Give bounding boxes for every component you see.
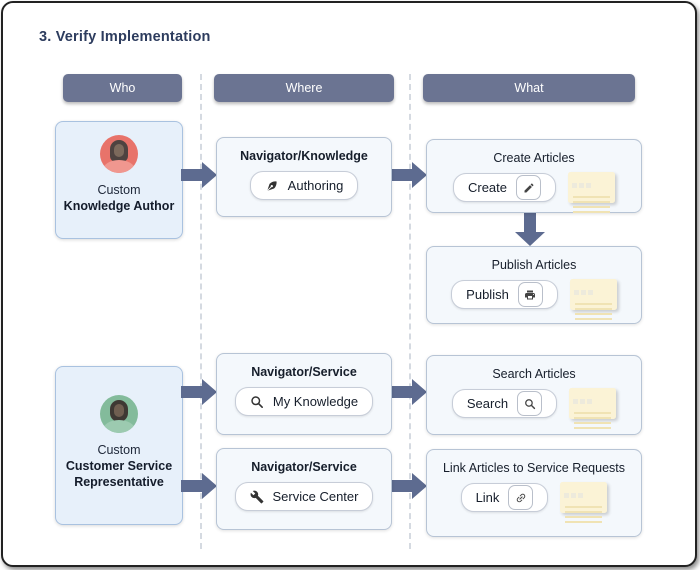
article-note-icon <box>560 482 608 523</box>
wrench-icon <box>250 490 263 503</box>
button-label: Search <box>466 396 509 411</box>
what-box-create-articles: Create Articles Create <box>426 139 642 213</box>
where-box-service-knowledge: Navigator/Service My Knowledge <box>216 353 392 435</box>
task-title: Create Articles <box>493 151 575 165</box>
pen-icon <box>266 180 277 191</box>
who-prefix: Custom <box>97 183 141 197</box>
my-knowledge-button[interactable]: My Knowledge <box>234 387 374 416</box>
task-title: Search Articles <box>492 367 576 381</box>
authoring-button[interactable]: Authoring <box>249 171 359 200</box>
button-label: Service Center <box>272 489 359 504</box>
task-title: Publish Articles <box>491 258 577 272</box>
article-note-icon <box>569 279 617 320</box>
search-icon <box>517 391 543 416</box>
nav-path-label: Navigator/Service <box>251 460 357 474</box>
button-label: Create <box>467 180 508 195</box>
button-label: Authoring <box>287 178 344 193</box>
button-label: Link <box>475 490 500 505</box>
button-label: Publish <box>466 287 509 302</box>
who-box-customer-service-rep: Custom Customer Service Representative <box>55 366 183 525</box>
who-prefix: Custom <box>97 443 141 457</box>
search-button[interactable]: Search <box>451 389 558 418</box>
link-icon <box>508 485 534 510</box>
flow-arrow-right <box>181 473 217 499</box>
knowledge-author-avatar <box>100 135 138 173</box>
pencil-icon <box>516 175 542 200</box>
what-box-search-articles: Search Articles Search <box>426 355 642 435</box>
article-note-icon <box>568 172 616 213</box>
where-box-knowledge: Navigator/Knowledge Authoring <box>216 137 392 217</box>
column-header-who: Who <box>63 74 182 102</box>
article-note-icon <box>569 388 617 429</box>
link-button[interactable]: Link <box>460 483 549 512</box>
column-divider <box>200 74 202 549</box>
flow-arrow-right <box>391 162 427 188</box>
task-title: Link Articles to Service Requests <box>442 461 626 475</box>
who-role: Knowledge Author <box>63 199 175 213</box>
what-box-link-articles: Link Articles to Service Requests Link <box>426 449 642 537</box>
printer-icon <box>517 282 543 307</box>
nav-path-label: Navigator/Service <box>251 365 357 379</box>
flow-arrow-right <box>181 379 217 405</box>
page-title: 3. Verify Implementation <box>39 29 211 45</box>
flow-arrow-right <box>181 162 217 188</box>
flow-arrow-right <box>391 379 427 405</box>
service-center-button[interactable]: Service Center <box>234 482 374 511</box>
where-box-service-center: Navigator/Service Service Center <box>216 448 392 530</box>
column-header-what: What <box>423 74 635 102</box>
flow-arrow-right <box>391 473 427 499</box>
column-header-where: Where <box>214 74 394 102</box>
search-icon <box>251 395 263 408</box>
who-role: Customer Service Representative <box>65 459 173 489</box>
customer-service-rep-avatar <box>100 395 138 433</box>
column-divider <box>409 74 411 549</box>
who-box-knowledge-author: Custom Knowledge Author <box>55 121 183 239</box>
create-button[interactable]: Create <box>452 173 557 202</box>
button-label: My Knowledge <box>272 394 359 409</box>
publish-button[interactable]: Publish <box>451 280 558 309</box>
what-box-publish-articles: Publish Articles Publish <box>426 246 642 324</box>
flow-arrow-down <box>515 213 545 246</box>
nav-path-label: Navigator/Knowledge <box>240 149 368 163</box>
